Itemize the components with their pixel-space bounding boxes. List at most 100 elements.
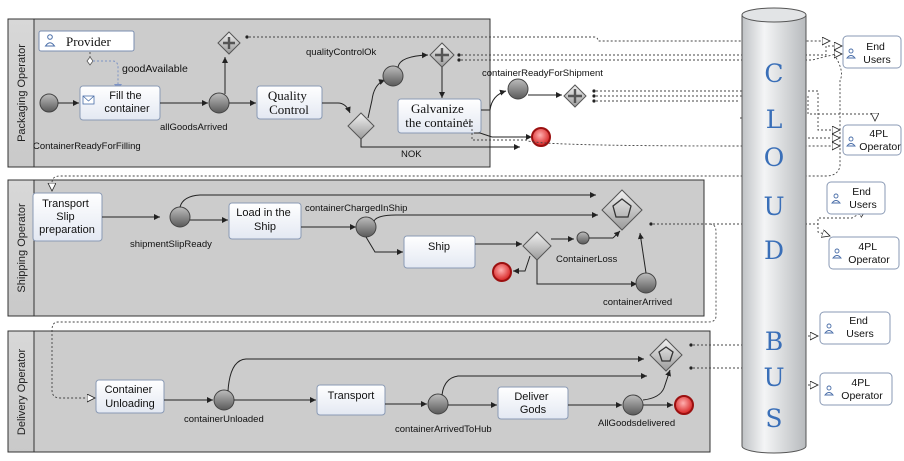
task-galvanize-line1: Galvanize [411, 101, 464, 116]
label-container-charged: containerChargedInShip [305, 203, 407, 214]
task-unload-line2: Unloading [105, 398, 155, 410]
svg-text:Fill the container: Fill the container [104, 90, 150, 115]
bus-letter-c: C [764, 59, 783, 88]
event-container-unloaded[interactable] [213, 389, 235, 411]
end-event-delivery [674, 395, 694, 415]
svg-text:Container Unloading: Container Unloading [105, 384, 156, 410]
external-4pl-1[interactable]: 4PL Operator [842, 124, 902, 156]
task-transport-slip[interactable]: Transport Slip preparation [32, 192, 103, 242]
label-quality-ok: qualityControlOk [306, 47, 376, 58]
external-4pl-2[interactable]: 4PL Operator [828, 236, 900, 270]
label-container-unloaded: containerUnloaded [184, 414, 264, 425]
end-event-shipping [492, 262, 512, 282]
task-fill-line1: Fill the [109, 90, 141, 102]
lane-title-delivery: Delivery Operator [16, 349, 28, 436]
task-fill-container[interactable]: Fill the container [79, 85, 161, 121]
task-load-ship[interactable]: Load in the Ship [228, 202, 302, 240]
ext1-line2: Users [863, 54, 890, 66]
task-load-line2: Ship [254, 221, 276, 233]
parallel-gateway-galvanize[interactable] [429, 42, 455, 68]
ext4-line1: 4PL [858, 241, 877, 253]
user-icon [846, 136, 856, 147]
ext4-line2: Operator [848, 254, 890, 266]
user-icon [44, 34, 56, 47]
provider-label: Provider [66, 34, 111, 49]
user-icon [832, 248, 842, 259]
ext6-line2: Operator [841, 390, 883, 402]
svg-text:Quality Control: Quality Control [268, 88, 310, 117]
complex-gateway-delivery[interactable] [649, 338, 683, 372]
task-quality-control[interactable]: Quality Control [256, 85, 323, 120]
ext2-line1: 4PL [869, 128, 888, 140]
event-arrived-to-hub[interactable] [427, 393, 449, 415]
ext5-line1: End [849, 315, 868, 327]
complex-gateway-shipping[interactable] [601, 189, 643, 231]
task-fill-line2: container [104, 103, 150, 115]
provider-participant[interactable]: Provider [38, 30, 135, 52]
user-icon [831, 193, 841, 204]
label-container-arrived: containerArrived [603, 297, 672, 308]
external-end-users-1[interactable]: End Users [842, 35, 902, 69]
svg-text:4PL Operator: 4PL Operator [841, 377, 883, 402]
bus-letter-u2: U [763, 363, 784, 392]
event-all-goods-delivered[interactable] [622, 394, 644, 416]
task-transport[interactable]: Transport [316, 384, 386, 416]
label-good-available: goodAvailable [122, 63, 188, 75]
bus-letter-d: D [764, 236, 784, 265]
lane-title-shipping: Shipping Operator [16, 203, 28, 293]
ext3-line2: Users [849, 199, 876, 211]
task-galvanize-line2: the container [405, 115, 473, 130]
event-all-goods-arrived[interactable] [208, 92, 230, 114]
label-all-goods-delivered: AllGoodsdelivered [598, 418, 675, 429]
bus-letter-o: O [764, 143, 785, 172]
user-icon [824, 385, 834, 396]
label-nok: NOK [401, 149, 422, 160]
task-deliver-line1: Deliver [514, 391, 549, 403]
task-unload-line1: Container [105, 384, 153, 396]
task-slip-line3: preparation [39, 224, 95, 236]
svg-text:4PL Operator: 4PL Operator [848, 241, 890, 266]
external-4pl-3[interactable]: 4PL Operator [819, 372, 893, 406]
event-container-arrived[interactable] [635, 272, 657, 294]
label-ready-for-filling: ContainerReadyForFilling [33, 141, 141, 152]
bus-letter-b: B [765, 327, 783, 356]
event-container-charged[interactable] [355, 216, 377, 238]
bus-letter-u: U [763, 192, 784, 221]
task-ship-label: Ship [428, 241, 450, 253]
event-shipment-slip-ready[interactable] [169, 206, 191, 228]
bus-letter-l: L [766, 105, 783, 134]
label-arrived-to-hub: containerArrivedToHub [395, 424, 492, 435]
task-container-unloading[interactable]: Container Unloading [95, 379, 165, 414]
svg-text:Deliver Gods: Deliver Gods [514, 391, 551, 416]
svg-text:Galvanize the container: Galvanize the container [405, 101, 473, 130]
label-container-loss: ContainerLoss [556, 254, 618, 265]
task-slip-line1: Transport [42, 198, 89, 210]
cloud-bus: C L O U D B U S [741, 7, 807, 454]
task-transport-label: Transport [328, 390, 375, 402]
ext6-line1: 4PL [851, 377, 870, 389]
start-event-filling[interactable] [39, 93, 59, 113]
svg-text:End Users: End Users [863, 41, 890, 66]
svg-text:Load in the Ship: Load in the Ship [236, 207, 294, 233]
envelope-icon [82, 95, 95, 105]
task-deliver-gods[interactable]: Deliver Gods [497, 386, 569, 420]
lane-title-packaging: Packaging Operator [16, 44, 28, 142]
task-deliver-line2: Gods [520, 404, 547, 416]
bus-letter-s: S [765, 404, 782, 433]
event-container-loss[interactable] [576, 231, 590, 245]
task-ship[interactable]: Ship [403, 235, 476, 269]
external-end-users-3[interactable]: End Users [819, 311, 891, 345]
parallel-gateway-packaging-top[interactable] [217, 31, 241, 55]
task-slip-line2: Slip [56, 211, 74, 223]
event-ready-for-shipment[interactable] [507, 78, 529, 100]
ext5-line2: Users [846, 328, 873, 340]
task-quality-line2: Control [269, 102, 309, 117]
task-quality-line1: Quality [268, 88, 307, 103]
user-icon [846, 48, 856, 59]
parallel-gateway-shipment[interactable] [563, 84, 587, 108]
event-quality-ok[interactable] [382, 65, 404, 87]
external-end-users-2[interactable]: End Users [826, 181, 886, 215]
task-galvanize-container[interactable]: Galvanize the container [397, 98, 482, 134]
label-ready-for-shipment: containerReadyForShipment [482, 68, 603, 79]
